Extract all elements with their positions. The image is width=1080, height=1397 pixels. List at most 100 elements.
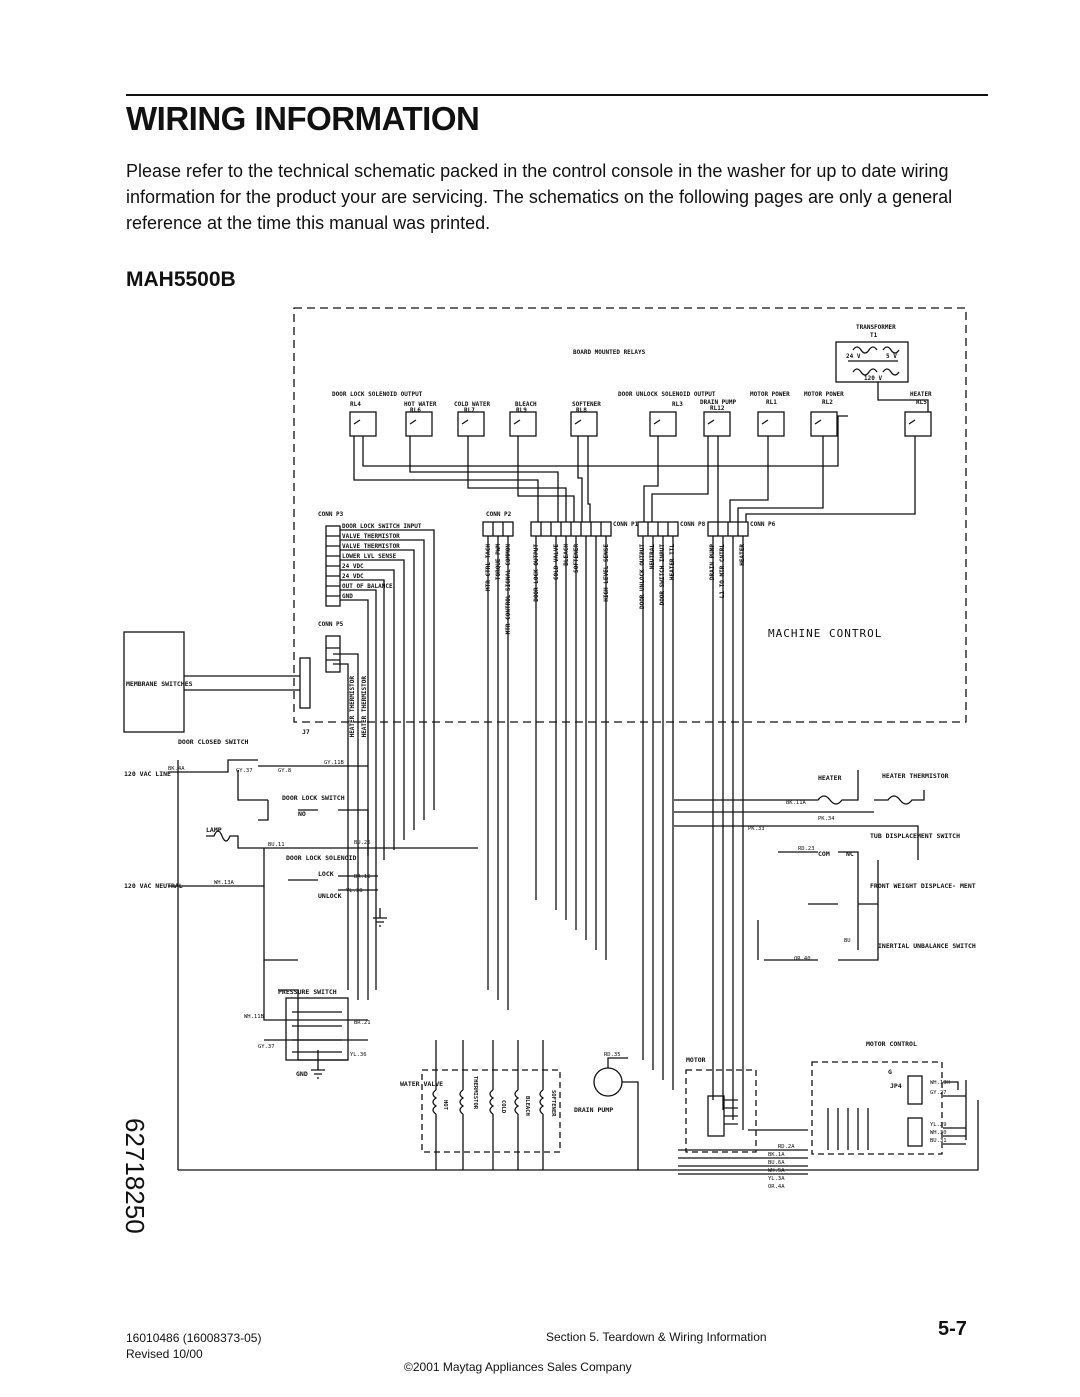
drain-pump-symbol — [593, 1067, 623, 1097]
unlock-label: UNLOCK — [318, 892, 342, 900]
conn-p3-pin: VALVE THERMISTOR — [342, 533, 400, 540]
page-title: WIRING INFORMATION — [126, 100, 480, 137]
valve-label: SOFTENER — [550, 1090, 556, 1117]
relay-label: MOTOR POWER — [750, 391, 790, 398]
lock-label: LOCK — [318, 870, 334, 878]
drain-pump-label: DRAIN PUMP — [574, 1106, 613, 1114]
conn-p1-label: CONN P1 — [613, 521, 639, 528]
wire-label: BU — [844, 938, 851, 944]
relay-wires — [353, 382, 929, 522]
relay-id: RL4 — [350, 401, 361, 408]
lamp-label: LAMP — [206, 826, 222, 834]
wire-label: PK.34 — [818, 816, 835, 822]
relay-id: RL8 — [576, 407, 587, 414]
conn-p3-pin: GND — [342, 593, 353, 600]
relay-label: HEATER — [910, 391, 932, 398]
conn-p8-label: CONN P8 — [680, 521, 706, 528]
water-valve-coils — [421, 1040, 561, 1170]
model-heading: MAH5500B — [126, 268, 236, 291]
transformer-box — [835, 341, 909, 383]
relay-label: DRAIN PUMP — [700, 399, 737, 406]
wire-label: WH.13H — [930, 1080, 950, 1086]
relay-id: RL7 — [464, 407, 475, 414]
wire-label: GY.37 — [258, 1044, 275, 1050]
wire-label: BU.6A — [768, 1160, 785, 1166]
wire-label: YL.29 — [930, 1122, 947, 1128]
wire-label: BK.4A — [168, 766, 185, 772]
wire-label: YL.38 — [346, 888, 363, 894]
machine-control-border — [293, 307, 967, 723]
conn-p1-pin: HIGH LEVEL SENSE — [603, 544, 610, 602]
conn-p2-box — [482, 521, 514, 537]
conn-p5-pin: HEATER THERMISTOR — [349, 676, 356, 738]
door-closed-switch-label: DOOR CLOSED SWITCH — [178, 738, 249, 746]
wire-label: RD.23 — [798, 846, 815, 852]
conn-p3-pin: 24 VDC — [342, 573, 364, 580]
conn-p6-label: CONN P6 — [750, 521, 776, 528]
gnd-label: GND — [296, 1070, 308, 1078]
conn-p8-pin: DOOR SWITCH INPUT — [659, 544, 666, 606]
conn-p1-pin: COLD VALVE — [553, 544, 560, 581]
nc-label: NC — [846, 850, 854, 858]
valve-label: HOT — [442, 1100, 448, 1111]
conn-p8-pin: HEATER TTL — [669, 544, 676, 581]
relay-id: RL9 — [516, 407, 527, 414]
heater-thermistor-label: HEATER THERMISTOR — [882, 772, 949, 780]
com-label: COM — [818, 850, 830, 858]
pressure-switch-box — [285, 997, 349, 1061]
j7-label: J7 — [302, 728, 310, 736]
heater-label: HEATER — [818, 774, 842, 782]
wire-label: GY.8 — [278, 768, 291, 774]
water-valve-label: WATER VALVE — [400, 1080, 443, 1088]
wire-label: OR.40 — [794, 956, 811, 962]
relay-id: RL2 — [822, 399, 833, 406]
conn-p3-pin: LOWER LVL SENSE — [342, 553, 397, 560]
conn-p5-label: CONN P5 — [318, 621, 344, 628]
neutral-120vac-label: 120 VAC NEUTRAL — [124, 882, 183, 890]
wire-label: WH.11B — [244, 1014, 265, 1020]
conn-p1-pin: BLEACH — [563, 544, 570, 566]
conn-p8-pin: DOOR UNLOCK OUTPUT — [639, 544, 646, 609]
relay-label: COLD WATER — [454, 401, 491, 408]
transformer-120v: 120 V — [864, 375, 882, 382]
wire-label: BK.11A — [786, 800, 807, 806]
valve-label: COLD — [500, 1100, 506, 1114]
part-number-text: 62718250 — [120, 1118, 150, 1234]
wire-label: YL.3A — [768, 1176, 785, 1182]
valve-label: THERMISTOR — [472, 1076, 478, 1110]
relay-boxes — [349, 411, 932, 437]
wire-label: PK.33 — [748, 826, 765, 832]
conn-p6-pin: L1 TO MTR CNTRL — [719, 544, 726, 599]
conn-p5-pin: HEATER THERMISTOR — [361, 676, 368, 738]
relay-id: RL12 — [710, 405, 725, 412]
wire-label: BR.21 — [354, 1020, 371, 1026]
footer-revised: Revised 10/00 — [126, 1347, 203, 1361]
right-field-wiring — [674, 770, 967, 1175]
front-weight-switch-label: FRONT WEIGHT DISPLACE- MENT SWITCH — [870, 882, 980, 890]
wire-label: GY.37 — [236, 768, 253, 774]
relay-id: RL6 — [410, 407, 421, 414]
header-rule — [126, 94, 988, 96]
power-wiring — [168, 759, 478, 1079]
conn-p2-pin: TORQUE PWM — [495, 544, 502, 581]
pressure-switch-label: PRESSURE SWITCH — [278, 988, 337, 996]
inertial-unbalance-switch-label: INERTIAL UNBALANCE SWITCH — [878, 942, 976, 950]
motor-control-label: MOTOR CONTROL — [866, 1040, 917, 1048]
conn-p6-pin: DRAIN PUMP — [709, 544, 716, 581]
transformer-5v: 5 V — [886, 353, 897, 360]
conn-p3-pin: 24 VDC — [342, 563, 364, 570]
motor-label: MOTOR — [686, 1056, 706, 1064]
conn-p2-pin: MTR CONTROL SIGNAL COMMON — [505, 544, 512, 635]
motor-box — [685, 1069, 757, 1153]
conn-p2-pin: MTR CTRL TACH — [485, 544, 492, 591]
membrane-switches-label: MEMBRANE SWITCHES — [126, 680, 193, 688]
wire-label: BU.11 — [268, 842, 285, 848]
relay-label: DOOR UNLOCK SOLENOID OUTPUT — [618, 391, 716, 398]
board-relays-label: BOARD MOUNTED RELAYS — [573, 349, 646, 356]
door-lock-solenoid-label: DOOR LOCK SOLENOID — [286, 854, 357, 862]
intro-paragraph: Please refer to the technical schematic … — [126, 161, 953, 233]
wire-label: OR.4A — [768, 1184, 785, 1190]
wire-label: GY.11B — [324, 760, 345, 766]
transformer-label: TRANSFORMER — [856, 324, 896, 331]
relay-id: RL3 — [672, 401, 683, 408]
